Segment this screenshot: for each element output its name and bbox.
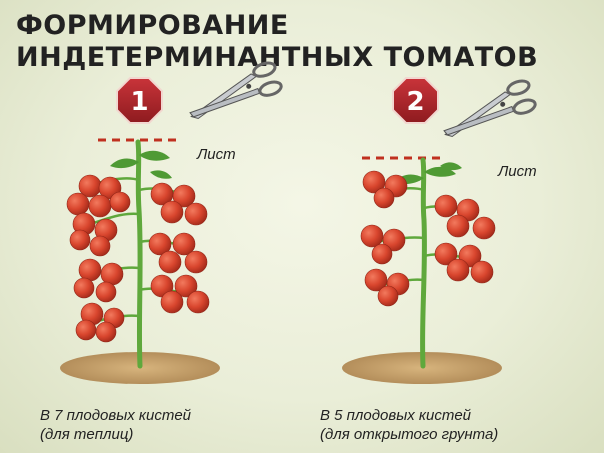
tomato <box>184 250 208 274</box>
tomato <box>184 202 208 226</box>
badge-1-number: 1 <box>130 87 148 117</box>
leaf-label-2: Лист <box>498 163 537 180</box>
tomato <box>78 258 102 282</box>
plant-1-tomatoes <box>66 174 210 343</box>
caption-1-line-2: (для теплиц) <box>40 426 134 443</box>
plant-2-tomatoes <box>360 170 496 307</box>
tomato <box>362 170 386 194</box>
tomato <box>470 260 494 284</box>
scissors-icon <box>189 61 283 120</box>
tomato <box>186 290 210 314</box>
tomato <box>75 319 97 341</box>
tomato <box>95 281 117 303</box>
title-line-1: ФОРМИРОВАНИЕ <box>16 10 289 41</box>
tomato <box>160 200 184 224</box>
tomato <box>174 274 198 298</box>
tomato <box>160 290 184 314</box>
tomato <box>89 235 111 257</box>
badge-1: 1 <box>116 77 163 124</box>
title-line-2: ИНДЕТЕРМИНАНТНЫХ ТОМАТОВ <box>16 42 539 73</box>
tomato <box>434 242 458 266</box>
tomato <box>377 285 399 307</box>
caption-plant-2: В 5 плодовых кистей (для открытого грунт… <box>320 406 498 444</box>
tomato <box>158 250 182 274</box>
tomato <box>100 262 124 286</box>
plant-1-stem <box>135 139 143 369</box>
tomato <box>364 268 388 292</box>
caption-1-line-1: В 7 плодовых кистей <box>40 407 192 424</box>
tomato <box>382 228 406 252</box>
tomato <box>371 243 393 265</box>
tomato <box>434 194 458 218</box>
scissors-icon <box>443 79 537 138</box>
tomato <box>95 321 117 343</box>
caption-2-line-2: (для открытого грунта) <box>320 426 499 443</box>
tomato <box>109 191 131 213</box>
tomato <box>172 232 196 256</box>
tomato <box>148 232 172 256</box>
tomato <box>446 258 470 282</box>
badge-2: 2 <box>392 77 439 124</box>
leaf-label-1: Лист <box>197 146 236 163</box>
tomato <box>69 229 91 251</box>
badge-2-number: 2 <box>406 87 424 117</box>
tomato <box>88 194 112 218</box>
tomato <box>472 216 496 240</box>
diagram-title: ФОРМИРОВАНИЕ ИНДЕТЕРМИНАНТНЫХ ТОМАТОВ <box>16 10 538 74</box>
tomato <box>172 184 196 208</box>
caption-plant-1: В 7 плодовых кистей (для теплиц) <box>40 406 191 444</box>
tomato <box>66 192 90 216</box>
caption-2-line-1: В 5 плодовых кистей <box>320 407 472 424</box>
tomato <box>360 224 384 248</box>
tomato <box>73 277 95 299</box>
tomato <box>446 214 470 238</box>
tomato <box>373 187 395 209</box>
